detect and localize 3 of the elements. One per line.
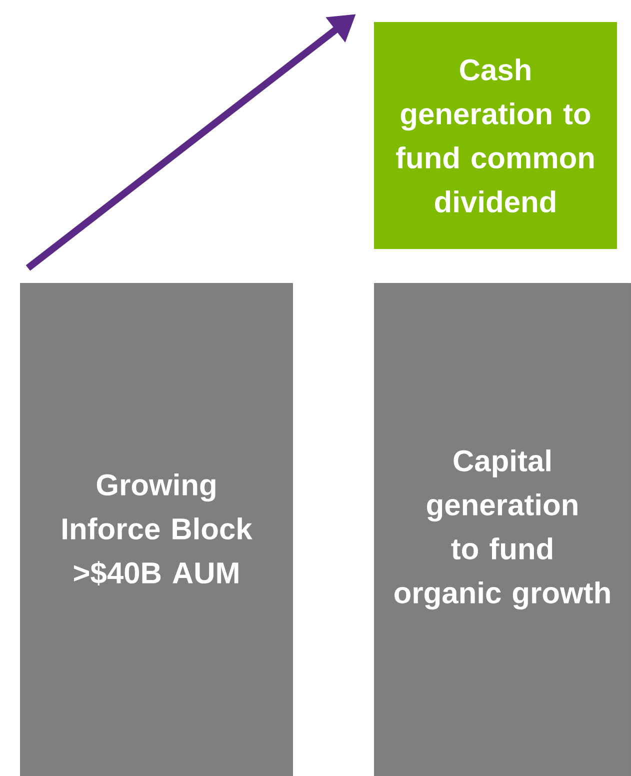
text-box: Cash generation to fund common dividend: [374, 22, 617, 249]
text-box: Growing Inforce Block >$40B AUM: [20, 283, 293, 776]
text-box: Capital generation to fund organic growth: [374, 283, 631, 776]
